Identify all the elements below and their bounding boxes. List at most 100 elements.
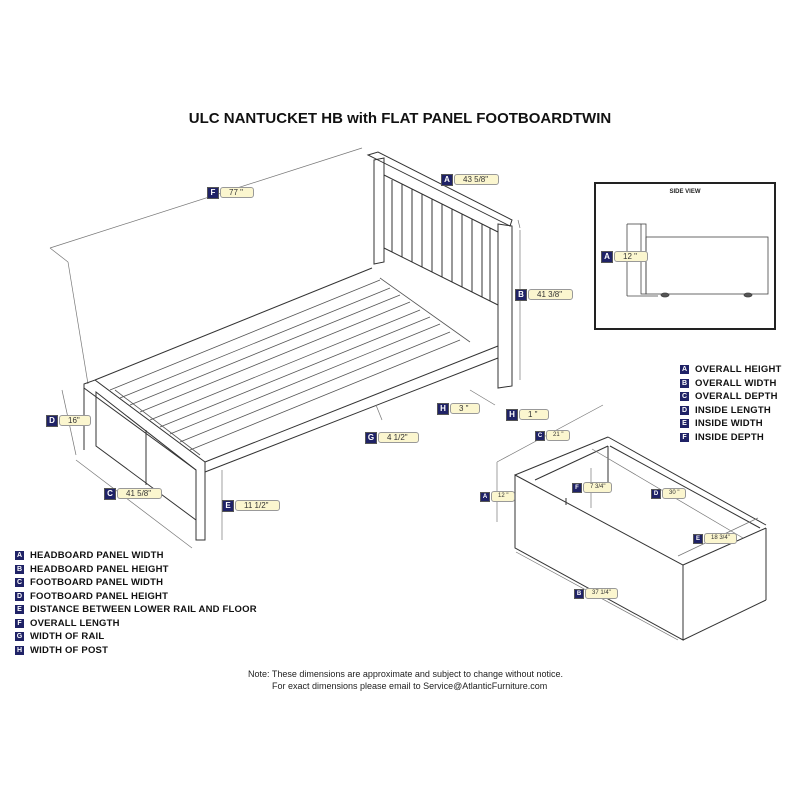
dimension-value: 12 " [614,251,648,262]
drawer-dimension-overall-height: A 12 " [480,491,516,502]
dimension-footboard-panel-width: C 41 5/8" [104,487,163,500]
drawer-dimension-inside-length: D 30 " [651,488,687,499]
legend-key: E [15,605,24,615]
legend-item: A HEADBOARD PANEL WIDTH [15,549,257,563]
legend-item: E INSIDE WIDTH [680,417,782,431]
disclaimer-note: Note: These dimensions are approximate a… [248,668,563,692]
dimension-value: 41 5/8" [117,488,163,499]
dimension-width-of-post: H 3 " [437,402,480,415]
dimension-overall-length: F 77 " [207,186,254,199]
dimension-key: D [46,414,58,427]
drawer-dimension-overall-width: B 37 1/4" [574,588,618,599]
side-view-drawing [626,223,769,298]
dimension-key: A [441,173,453,186]
dimension-value: 3 " [450,403,480,414]
note-line-2: For exact dimensions please email to Ser… [272,681,548,691]
legend-item: F OVERALL LENGTH [15,617,257,631]
legend-label: WIDTH OF POST [30,644,109,656]
dimension-value: 41 3/8" [528,289,574,300]
dimension-value: 4 1/2" [378,432,419,443]
dimension-value: 77 " [220,187,254,198]
legend-key: F [15,618,24,628]
legend-label: OVERALL HEIGHT [695,364,782,376]
dimension-key: G [365,431,377,444]
legend-item: F INSIDE DEPTH [680,431,782,445]
legend-label: FOOTBOARD PANEL WIDTH [30,577,164,589]
dimension-footboard-panel-height: D 16" [46,414,91,427]
dimension-value: 37 1/4" [585,588,618,599]
legend-item: E DISTANCE BETWEEN LOWER RAIL AND FLOOR [15,603,257,617]
legend-key: F [680,432,689,442]
dimension-key: B [574,588,584,599]
legend-label: INSIDE WIDTH [695,418,763,430]
legend-key: E [680,419,689,429]
note-line-1: Note: These dimensions are approximate a… [248,669,564,679]
dimension-key: H [506,408,518,421]
legend-key: C [15,578,24,588]
bed-frame [83,267,499,541]
legend-label: INSIDE DEPTH [695,431,764,443]
dimension-key: H [437,402,449,415]
headboard [366,151,513,389]
dimension-value: 7 3/4" [583,482,613,493]
legend-key: H [15,645,24,655]
dimension-headboard-panel-width: A 43 5/8" [441,173,500,186]
overall-length-dimension-line [49,147,363,385]
legend-item: C FOOTBOARD PANEL WIDTH [15,576,257,590]
drawer [514,436,767,641]
legend-item: D INSIDE LENGTH [680,404,782,418]
dimension-key: E [222,499,234,512]
dimension-value: 16" [59,415,91,426]
legend-label: WIDTH OF RAIL [30,631,105,643]
dimension-key: A [480,491,490,502]
side-view-dimension: A 12 " [601,250,648,263]
dimension-value: 21 " [546,430,571,441]
legend-item: C OVERALL DEPTH [680,390,782,404]
legend-label: DISTANCE BETWEEN LOWER RAIL AND FLOOR [30,604,257,616]
side-view-panel: SIDE VIEW A 12 " [594,182,776,330]
legend-label: OVERALL WIDTH [695,377,777,389]
dimension-key: F [207,186,219,199]
legend-key: D [680,405,689,415]
legend-label: HEADBOARD PANEL HEIGHT [30,563,169,575]
legend-key: D [15,591,24,601]
dimension-key: E [693,533,703,544]
bed-slats [109,277,471,456]
legend-key: B [680,378,689,388]
dimension-value: 1 " [519,409,549,420]
drawer-dimension-inside-width: E 18 3/4" [693,533,737,544]
legend-item: B HEADBOARD PANEL HEIGHT [15,563,257,577]
legend-key: A [680,365,689,375]
diagram-title: ULC NANTUCKET HB with FLAT PANEL FOOTBOA… [188,110,612,127]
legend-item: A OVERALL HEIGHT [680,363,782,377]
dimension-key: B [515,288,527,301]
dimension-value: 12 " [491,491,516,502]
dimension-width-of-post-2: H 1 " [506,408,549,421]
dimension-key: F [572,482,582,493]
headboard-slats [391,180,491,301]
drawer-dimension-inside-depth: F 7 3/4" [572,482,613,493]
legend-key: C [680,392,689,402]
dimension-value: 11 1/2" [235,500,280,511]
side-view-title: SIDE VIEW [669,189,701,195]
drawer-dimension-overall-depth: C 21 " [535,430,571,441]
drawer-legend: A OVERALL HEIGHT B OVERALL WIDTH C OVERALL … [680,363,782,444]
legend-label: INSIDE LENGTH [695,404,771,416]
legend-label: HEADBOARD PANEL WIDTH [30,550,164,562]
legend-label: OVERALL LENGTH [30,617,120,629]
legend-item: H WIDTH OF POST [15,644,257,658]
dimension-value: 30 " [662,488,687,499]
legend-key: G [15,632,24,642]
bed-legend: A HEADBOARD PANEL WIDTH B HEADBOARD PANEL … [15,549,257,657]
dimension-value: 18 3/4" [704,533,737,544]
dimension-value: 43 5/8" [454,174,500,185]
dimension-key: D [651,488,661,499]
dimension-width-of-rail: G 4 1/2" [365,431,419,444]
legend-item: G WIDTH OF RAIL [15,630,257,644]
dimension-lower-rail-to-floor: E 11 1/2" [222,499,280,512]
dimension-key: C [535,430,545,441]
legend-label: OVERALL DEPTH [695,391,778,403]
legend-key: B [15,564,24,574]
legend-key: A [15,551,24,561]
